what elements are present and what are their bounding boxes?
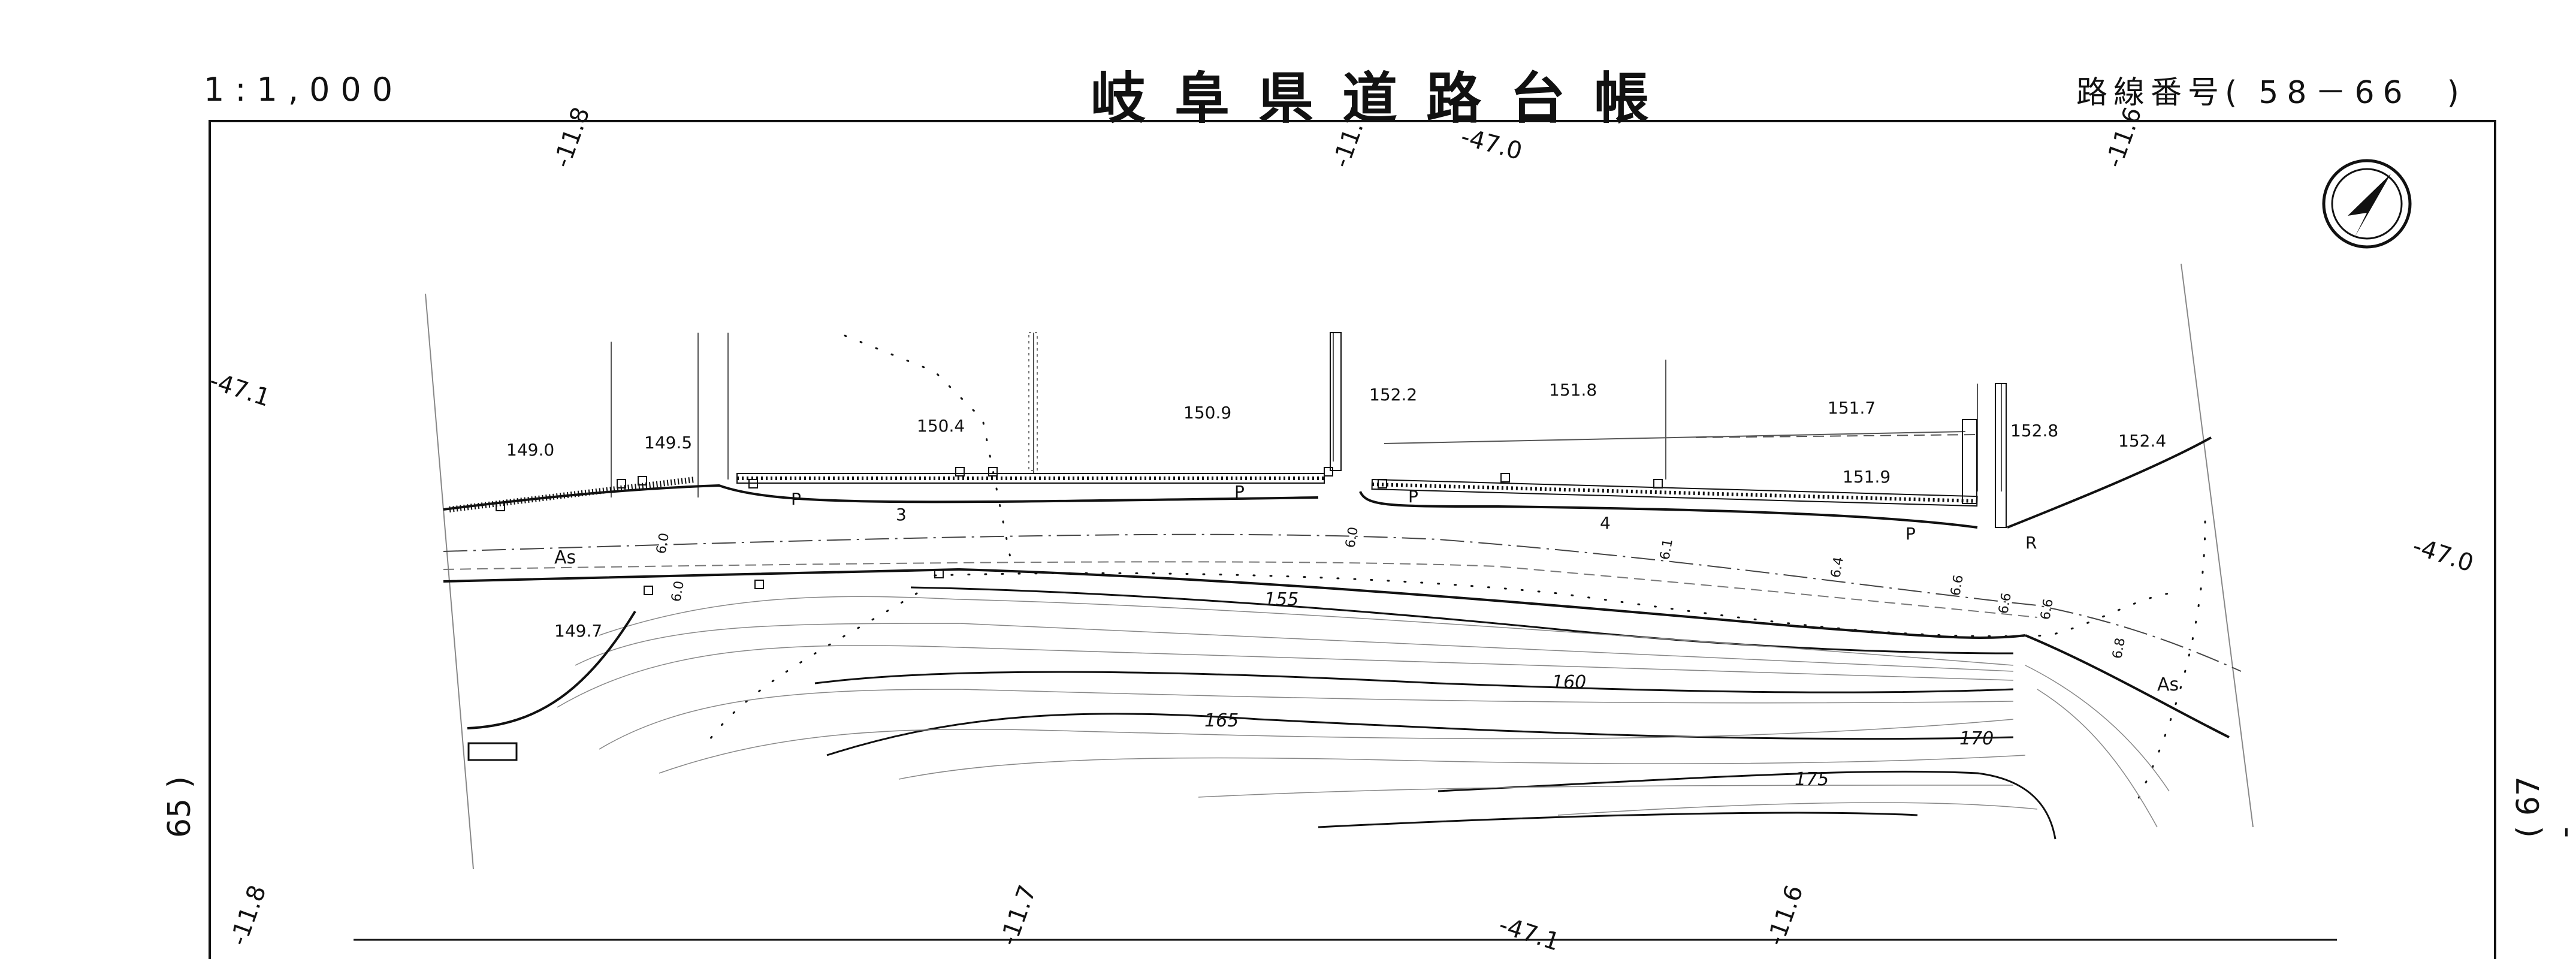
contour-label: 175 — [1795, 769, 1829, 790]
survey-boundary — [425, 263, 2254, 870]
contour-label: 160 — [1552, 672, 1586, 693]
contour-lines-main — [814, 586, 2056, 840]
road-width-label: 6.0 — [654, 532, 672, 555]
north-arrow-icon — [2322, 159, 2412, 249]
spot-height: 149.0 — [506, 440, 554, 460]
road-width-label: 6.6 — [1996, 592, 2015, 615]
road-width-label: 6.8 — [2110, 637, 2128, 660]
parking-label: P — [1408, 487, 1418, 506]
map-symbol-label: R — [2025, 533, 2037, 553]
contour-lines-fine — [557, 596, 2170, 828]
road-shoulder-line — [443, 561, 2038, 618]
parcel-outline-left — [467, 610, 636, 729]
route-prefix: 路線番号( — [2076, 75, 2243, 111]
spot-height: 150.4 — [917, 416, 965, 436]
road-width-label: 6.6 — [2038, 598, 2056, 621]
spot-height: 152.8 — [2010, 421, 2058, 441]
contour-label: 155 — [1264, 589, 1298, 610]
map-scale: 1:1,000 — [204, 71, 404, 108]
hatched-strips — [449, 332, 2007, 528]
spot-heights: 149.0 149.5 150.4 150.9 152.2 151.8 151.… — [506, 380, 2166, 641]
boundary-markers — [496, 467, 1663, 595]
spot-height: 152.2 — [1369, 385, 1417, 405]
parking-label: P — [1234, 482, 1245, 502]
spot-height: 151.8 — [1549, 380, 1597, 400]
road-width-label: 6.0 — [1343, 526, 1361, 549]
station-label: 4 — [1600, 513, 1611, 533]
spot-height: 152.4 — [2118, 431, 2166, 451]
surface-label: As — [554, 547, 576, 568]
road-edges — [443, 436, 2230, 738]
contour-label: 165 — [1204, 710, 1239, 731]
spot-height: 149.5 — [644, 433, 692, 453]
station-label: 3 — [896, 505, 907, 524]
spot-height: 151.9 — [1843, 467, 1891, 487]
surface-label: As — [2157, 674, 2179, 695]
route-suffix: ) — [2447, 75, 2465, 111]
contour-label: 170 — [1959, 728, 1994, 749]
spot-height: 150.9 — [1183, 403, 1231, 423]
road-width-label: 6.6 — [1948, 574, 1967, 597]
parcel-lines — [611, 333, 2002, 497]
spot-height: 151.7 — [1828, 398, 1876, 418]
road-centerline — [443, 533, 2242, 672]
small-structure — [467, 742, 518, 761]
road-width-label: 6.4 — [1828, 556, 1847, 579]
dotted-boundaries — [706, 334, 2206, 810]
road-width-label: 6.1 — [1657, 538, 1676, 561]
map-frame — [209, 120, 2496, 959]
spot-height: 149.7 — [554, 621, 602, 641]
parking-label: P — [1905, 524, 1916, 544]
route-number-label: 路線番号( 58－66) — [2076, 67, 2465, 112]
road-width-label: 6.0 — [669, 580, 687, 603]
parking-label: P — [791, 489, 801, 509]
route-number: 58－66 — [2258, 75, 2411, 111]
